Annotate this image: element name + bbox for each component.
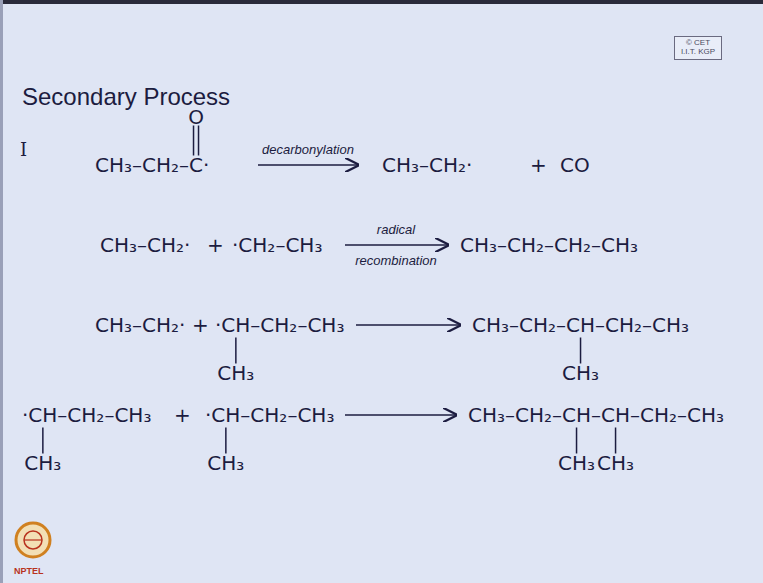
single-bond: [42, 428, 44, 454]
double-bond: [193, 126, 195, 156]
product-formula: CH₃–CH₂–CH–CH₂–CH₃: [472, 314, 689, 337]
plus-sign: +: [207, 234, 224, 257]
reactant-formula: CH₃–CH₂·: [100, 234, 190, 257]
plus-sign: +: [174, 404, 191, 427]
reaction-arrow: [356, 324, 460, 326]
product-formula: CH₃–CH₂–CH₂–CH₃: [460, 234, 638, 257]
branch-group: CH₃: [597, 452, 634, 475]
nptel-logo: [16, 523, 50, 557]
single-bond: [615, 428, 617, 454]
single-bond: [580, 338, 582, 364]
product-formula: CO: [560, 154, 590, 177]
top-edge: [0, 0, 763, 4]
reactant-formula: ·CH–CH₂–CH₃: [22, 404, 151, 427]
plus-sign: +: [530, 154, 547, 177]
reaction-arrow: [258, 164, 358, 166]
reaction-label: radical: [377, 223, 415, 238]
oxygen-atom: O: [188, 106, 204, 129]
plus-sign: +: [192, 314, 209, 337]
reactant-formula: CH₃–CH₂–C·: [95, 154, 209, 177]
single-bond: [235, 338, 237, 364]
reactant-formula: ·CH–CH₂–CH₃: [215, 314, 344, 337]
roman-numeral: I: [20, 140, 27, 161]
branch-group: CH₃: [207, 452, 244, 475]
copyright-text: © CET I.I.T. KGP: [678, 39, 718, 57]
reactant-formula: CH₃–CH₂·: [95, 314, 185, 337]
logo-text: NPTEL: [14, 566, 44, 576]
reaction-label: decarbonylation: [262, 143, 354, 158]
branch-group: CH₃: [558, 452, 595, 475]
copyright-box: © CET I.I.T. KGP: [674, 36, 722, 60]
branch-group: CH₃: [24, 452, 61, 475]
branch-group: CH₃: [217, 362, 254, 385]
product-formula: CH₃–CH₂–CH–CH–CH₂–CH₃: [468, 404, 724, 427]
single-bond: [225, 428, 227, 454]
left-edge: [0, 0, 3, 583]
branch-group: CH₃: [562, 362, 599, 385]
double-bond: [198, 126, 200, 156]
single-bond: [576, 428, 578, 454]
reaction-arrow: [345, 244, 448, 246]
reactant-formula: ·CH–CH₂–CH₃: [205, 404, 334, 427]
reaction-label: recombination: [355, 254, 437, 269]
product-formula: CH₃–CH₂·: [382, 154, 472, 177]
reactant-formula: ·CH₂–CH₃: [232, 234, 322, 257]
reaction-arrow: [345, 414, 456, 416]
